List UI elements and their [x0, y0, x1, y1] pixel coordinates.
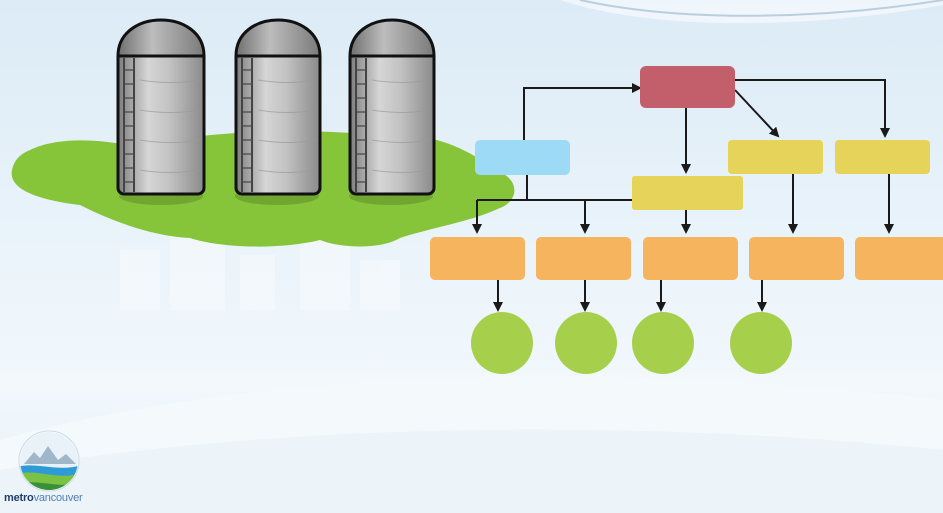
logo-wordmark: metrovancouver [4, 492, 83, 504]
logo-word-metro: metro [4, 492, 34, 504]
level1-node-yellow-c [632, 176, 743, 210]
level1-node-blue [475, 140, 570, 175]
silo-1 [116, 18, 206, 205]
silo-3 [348, 18, 436, 205]
leaf-node [632, 312, 694, 374]
level2-node [749, 237, 844, 280]
root-node [640, 66, 735, 108]
level1-node-yellow-b [835, 140, 930, 174]
logo-emblem-icon [18, 430, 80, 492]
level2-node [855, 237, 943, 280]
diagram-nodes [430, 66, 943, 374]
connectors [472, 79, 894, 312]
leaf-node [555, 312, 617, 374]
leaf-node [471, 312, 533, 374]
level2-node [536, 237, 631, 280]
silo-2 [234, 18, 322, 205]
logo-word-vancouver: vancouver [33, 492, 83, 504]
leaf-node [730, 312, 792, 374]
level2-node [430, 237, 525, 280]
level2-node [643, 237, 738, 280]
metro-vancouver-logo [14, 430, 134, 510]
level1-node-yellow-a [728, 140, 823, 174]
